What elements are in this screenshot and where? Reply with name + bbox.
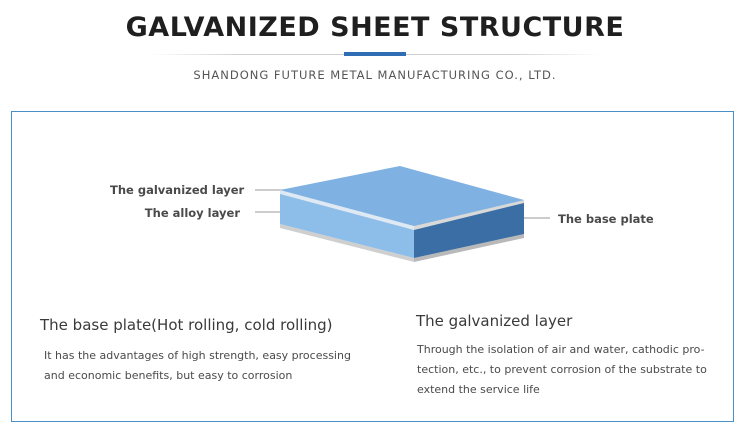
- sheet-front-face: [280, 190, 414, 258]
- sheet-side-face: [414, 200, 524, 258]
- base-plate-label: The base plate: [558, 212, 654, 226]
- galvanized-layer-description: Through the isolation of air and water, …: [417, 340, 727, 400]
- page-title: GALVANIZED SHEET STRUCTURE: [125, 12, 625, 43]
- galvanized-layer-heading: The galvanized layer: [416, 312, 573, 330]
- content-frame: [11, 111, 734, 422]
- galvanized-layer-label: The galvanized layer: [110, 183, 245, 197]
- description-line: Through the isolation of air and water, …: [417, 343, 705, 356]
- side-top-stripe: [414, 200, 524, 230]
- title-accent-bar: [344, 52, 406, 56]
- description-line: It has the advantages of high strength, …: [44, 349, 351, 362]
- sheet-bottom-edge: [280, 224, 414, 262]
- base-plate-description: It has the advantages of high strength, …: [44, 346, 384, 386]
- description-line: extend the service life: [417, 383, 540, 396]
- description-line: and economic benefits, but easy to corro…: [44, 369, 293, 382]
- description-line: tection, etc., to prevent corrosion of t…: [417, 363, 707, 376]
- alloy-layer-label: The alloy layer: [144, 206, 240, 220]
- company-name: SHANDONG FUTURE METAL MANUFACTURING CO.,…: [193, 68, 557, 82]
- sheet-top-face: [280, 166, 524, 226]
- base-plate-heading: The base plate(Hot rolling, cold rolling…: [40, 316, 333, 334]
- galvanized-stripe: [280, 190, 414, 230]
- sheet-side-bottom-edge: [414, 234, 524, 262]
